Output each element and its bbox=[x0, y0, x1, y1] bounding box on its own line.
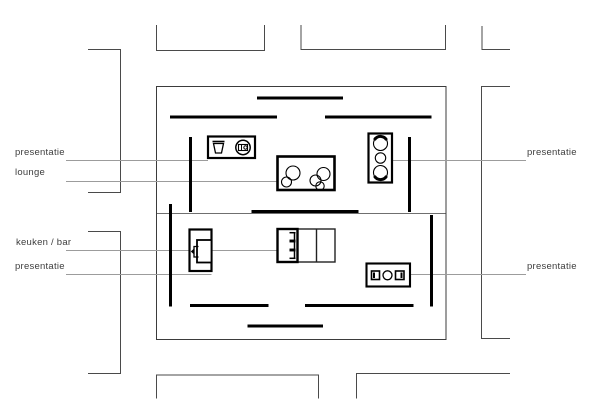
bar-table bbox=[276, 227, 336, 264]
context-block-top-right bbox=[481, 26, 510, 51]
display-item-circle bbox=[382, 270, 393, 281]
label-presentatie-bottom-left: presentatie bbox=[15, 261, 65, 272]
label-presentatie-top-right: presentatie bbox=[527, 147, 577, 158]
lounge-outline bbox=[276, 155, 336, 192]
seat-row-icon bbox=[372, 135, 389, 181]
kitchenette-unit bbox=[206, 135, 257, 160]
lounge-chair-circle bbox=[316, 166, 331, 182]
building-outline bbox=[155, 85, 447, 341]
bar-counter-outline bbox=[276, 227, 299, 264]
cup-icon bbox=[212, 140, 225, 154]
presentation-seating-unit bbox=[367, 132, 394, 184]
context-block-top-mid-left bbox=[155, 25, 266, 52]
presentation-walls bbox=[168, 96, 434, 328]
lounge-chairs-icon bbox=[280, 165, 331, 191]
bar-table-outline bbox=[276, 228, 336, 263]
context-block-bottom-mid-left bbox=[155, 374, 320, 399]
label-presentatie-top-left: presentatie bbox=[15, 147, 65, 158]
kitchen-sink-unit bbox=[188, 228, 213, 273]
faucet-bracket bbox=[193, 245, 199, 258]
label-keuken-bar: keuken / bar bbox=[16, 237, 72, 248]
label-lounge: lounge bbox=[15, 167, 46, 178]
seating-outline bbox=[367, 132, 394, 184]
bar-stool-icon bbox=[289, 231, 296, 242]
lounge-table bbox=[276, 155, 336, 192]
seat-back-arc bbox=[373, 175, 388, 181]
display-item-square bbox=[394, 270, 405, 281]
lounge-chair-circle bbox=[285, 165, 301, 181]
bar-stool-icon bbox=[289, 249, 296, 260]
bar-stool-icon bbox=[289, 240, 296, 251]
bar-stool-icons bbox=[289, 231, 296, 260]
lounge-chair-circle bbox=[280, 176, 293, 188]
sink-basin bbox=[196, 239, 213, 264]
context-block-top-mid-right bbox=[300, 25, 447, 51]
seat-circle bbox=[374, 152, 387, 164]
cup-body bbox=[212, 142, 225, 154]
seat-back-arc bbox=[373, 135, 388, 141]
context-block-bottom-left bbox=[88, 230, 122, 375]
sink-faucet-icon bbox=[190, 245, 199, 258]
context-block-bottom-right bbox=[355, 372, 510, 399]
display-objects-icon bbox=[370, 270, 405, 281]
display-unit bbox=[365, 262, 412, 288]
label-presentatie-bottom-right: presentatie bbox=[527, 261, 577, 272]
machine-knob bbox=[243, 145, 248, 150]
faucet-spout bbox=[190, 248, 194, 255]
context-blocks bbox=[88, 25, 510, 399]
context-block-right bbox=[480, 85, 510, 340]
lounge-chair-circle bbox=[315, 181, 325, 191]
context-block-top-left bbox=[88, 48, 122, 194]
display-item-square bbox=[370, 270, 381, 281]
coffee-machine-icon bbox=[235, 139, 251, 156]
